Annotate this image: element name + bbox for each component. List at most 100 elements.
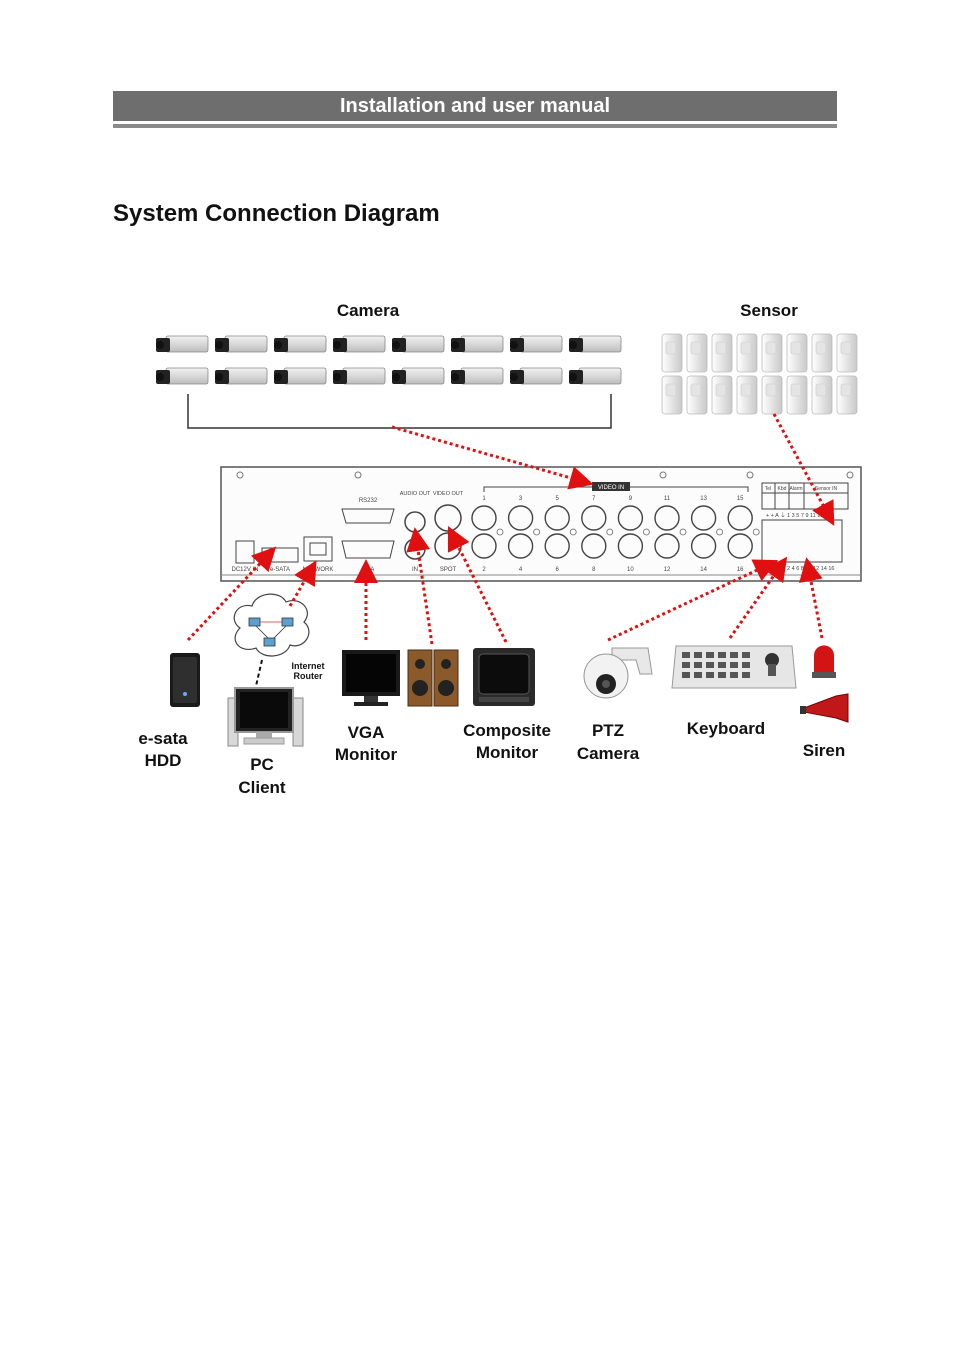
audio-in-label: IN xyxy=(412,567,418,573)
vga-monitor-label-2: Monitor xyxy=(335,745,398,764)
bnc-port-number: 16 xyxy=(737,567,744,573)
bnc-port xyxy=(544,533,570,559)
svg-text:⏚ 2 4 6 8 10 12 14 16: ⏚ 2 4 6 8 10 12 14 16 xyxy=(780,565,834,572)
camera-icon xyxy=(156,367,209,385)
camera-array xyxy=(156,335,622,385)
connection-lines xyxy=(186,413,835,645)
pc-client-image xyxy=(227,687,304,747)
vga-monitor-image xyxy=(342,650,400,706)
bnc-port xyxy=(471,533,497,559)
keyboard-image xyxy=(671,645,797,689)
terminal-header: Alarm xyxy=(789,486,802,492)
speaker-image xyxy=(407,649,459,707)
bnc-port xyxy=(581,505,607,531)
bnc-port-number: 12 xyxy=(664,567,671,573)
camera-icon xyxy=(510,367,563,385)
sensor-icon xyxy=(811,333,833,373)
camera-icon xyxy=(569,335,622,353)
sensor-icon xyxy=(811,375,833,415)
header-divider xyxy=(113,124,837,128)
vga-label: VGA xyxy=(362,567,375,573)
bnc-port xyxy=(727,533,753,559)
sensor-icon xyxy=(836,375,858,415)
router-label: Router xyxy=(294,671,323,681)
sensor-icon xyxy=(736,375,758,415)
bnc-port-number: 15 xyxy=(737,496,744,502)
camera-icon xyxy=(274,335,327,353)
camera-icon xyxy=(333,335,386,353)
esata-hdd-label-2: HDD xyxy=(145,751,182,770)
sensor-icon xyxy=(786,375,808,415)
bnc-port xyxy=(581,533,607,559)
sensor-icon xyxy=(786,333,808,373)
sensor-icon xyxy=(711,333,733,373)
video-in-label: VIDEO IN xyxy=(598,485,624,491)
rs232-label: RS232 xyxy=(359,498,378,504)
camera-icon xyxy=(451,335,504,353)
pc-client-label-1: PC xyxy=(250,755,274,774)
camera-icon xyxy=(451,367,504,385)
bnc-port xyxy=(617,505,644,531)
router-to-network xyxy=(288,560,317,607)
camera-icon xyxy=(215,367,268,385)
bnc-port-number: 14 xyxy=(700,567,707,573)
camera-icon xyxy=(274,367,327,385)
bnc-port-number: 1 xyxy=(482,496,486,502)
composite-monitor-to-video-out xyxy=(447,525,508,643)
bnc-port-number: 7 xyxy=(592,496,596,502)
sensor-icon xyxy=(736,333,758,373)
hdd-to-esata xyxy=(186,546,277,642)
vga-monitor-label-1: VGA xyxy=(348,723,385,742)
siren-image xyxy=(800,645,849,723)
sensor-icon xyxy=(761,333,783,373)
camera-icon xyxy=(569,367,622,385)
rs232-port xyxy=(341,508,395,524)
sensor-array xyxy=(661,333,858,415)
bnc-port xyxy=(507,533,534,559)
speaker-to-audio-out xyxy=(406,527,434,645)
header-bar: Installation and user manual xyxy=(113,91,837,121)
bnc-port-number: 4 xyxy=(519,567,523,573)
sensor-icon xyxy=(661,333,683,373)
esata-hdd-image xyxy=(170,653,200,707)
bnc-port-number: 3 xyxy=(519,496,523,502)
sensor-icon xyxy=(761,375,783,415)
bnc-port xyxy=(471,505,497,531)
sensor-icon xyxy=(711,375,733,415)
bnc-port xyxy=(690,533,717,559)
siren-to-terminal xyxy=(799,557,824,639)
camera-group-label: Camera xyxy=(337,301,400,320)
bnc-port-number: 9 xyxy=(629,496,633,502)
esata-label: e-SATA xyxy=(270,567,290,573)
camera-icon xyxy=(215,335,268,353)
camera-icon xyxy=(392,335,445,353)
bnc-port xyxy=(654,505,680,531)
video-out-label: VIDEO OUT xyxy=(433,491,464,497)
spot-label: SPOT xyxy=(440,567,457,573)
siren-label: Siren xyxy=(803,741,846,760)
sensor-group-label: Sensor xyxy=(740,301,798,320)
bnc-port-number: 11 xyxy=(664,496,671,502)
internet-label: Internet xyxy=(291,661,324,671)
internet-router-cloud: Internet Router xyxy=(233,593,325,687)
camera-bracket xyxy=(187,394,612,429)
sensor-to-sensor-in xyxy=(772,413,835,526)
bnc-port xyxy=(690,505,717,531)
pc-client-label-2: Client xyxy=(238,778,286,797)
dvr-back-panel: DC12V IN e-SATA NETWORK RS232 VGA AUDIO … xyxy=(220,466,862,582)
section-title: System Connection Diagram xyxy=(113,200,440,227)
camera-icon xyxy=(510,335,563,353)
bnc-port-number: 13 xyxy=(700,496,707,502)
sensor-icon xyxy=(686,333,708,373)
keyboard-label: Keyboard xyxy=(687,719,765,738)
composite-monitor-label-2: Monitor xyxy=(476,743,539,762)
bnc-port xyxy=(727,505,753,531)
camera-icon xyxy=(392,367,445,385)
terminal-header: Kbd xyxy=(778,486,787,492)
terminal-header: Tel xyxy=(765,486,771,492)
bnc-port-number: 10 xyxy=(627,567,634,573)
bnc-port-number: 2 xyxy=(482,567,486,573)
dc12v-label: DC12V IN xyxy=(231,567,258,573)
